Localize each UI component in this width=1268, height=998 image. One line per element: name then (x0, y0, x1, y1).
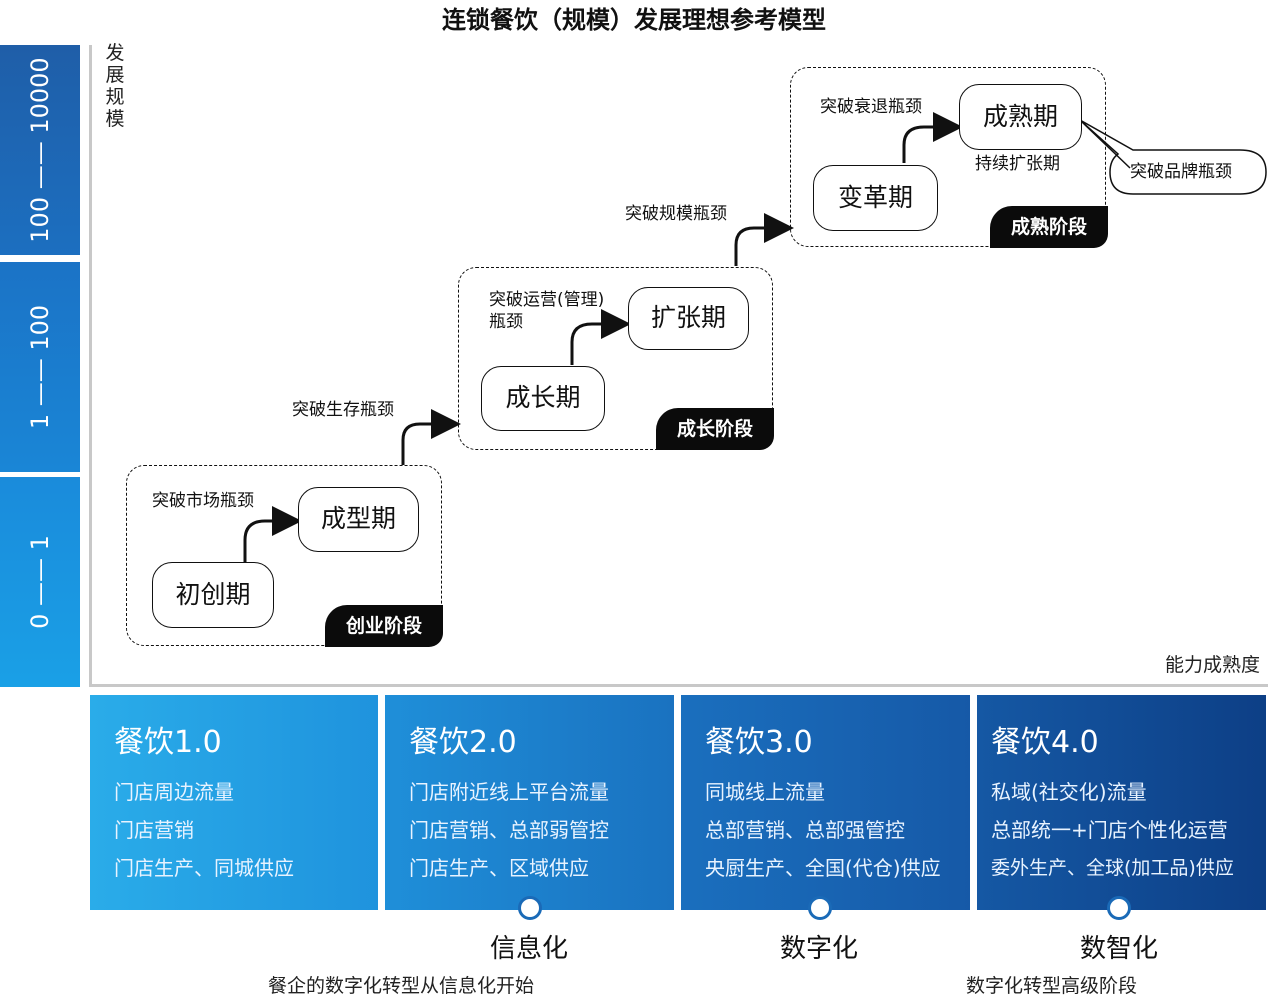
page-title: 连锁餐饮（规模）发展理想参考模型 (442, 6, 826, 34)
arrow-mature-inner (902, 112, 963, 163)
arrow-growth-inner (570, 309, 631, 365)
callout-bubble (1079, 119, 1267, 195)
card-2-line-1: 门店附近线上平台流量 (409, 780, 609, 804)
scale-bar-middle: 1 —— 100 (0, 262, 80, 472)
milestone-sub-1: 餐企的数字化转型从信息化开始 (268, 975, 535, 997)
card-2-line-3: 门店生产、区域供应 (409, 856, 589, 880)
card-4-line-3: 委外生产、全球(加工品)供应 (991, 857, 1234, 879)
transition-survival: 突破生存瓶颈 (292, 400, 394, 420)
tag-startup: 创业阶段 (325, 605, 443, 647)
callout-text: 突破品牌瓶颈 (1130, 162, 1232, 182)
card-2: 餐饮2.0 门店附近线上平台流量 门店营销、总部弱管控 门店生产、区域供应 (385, 695, 674, 910)
y-axis-label: 发展规模 (105, 42, 125, 130)
phase-growth-expand: 扩张期 (628, 287, 749, 350)
note-startup: 突破市场瓶颈 (152, 491, 254, 511)
note-mature-below: 持续扩张期 (975, 154, 1060, 174)
phase-startup-formed: 成型期 (298, 487, 419, 552)
card-3-line-2: 总部营销、总部强管控 (705, 818, 905, 842)
milestone-dot-1 (518, 896, 542, 920)
scale-bar-bottom: 0 —— 1 (0, 477, 80, 687)
group-startup (126, 465, 442, 646)
card-1-title: 餐饮1.0 (114, 725, 222, 760)
group-growth (458, 267, 773, 450)
card-1-line-1: 门店周边流量 (114, 780, 234, 804)
card-4: 餐饮4.0 私域(社交化)流量 总部统一+门店个性化运营 委外生产、全球(加工品… (977, 695, 1266, 910)
arrow-scale (734, 213, 794, 266)
card-4-title: 餐饮4.0 (991, 725, 1099, 760)
milestone-dot-2 (808, 896, 832, 920)
arrow-startup-inner (243, 506, 302, 562)
card-4-line-1: 私域(社交化)流量 (991, 780, 1147, 804)
y-axis-line (89, 45, 92, 687)
card-3-title: 餐饮3.0 (705, 725, 813, 760)
card-3: 餐饮3.0 同城线上流量 总部营销、总部强管控 央厨生产、全国(代仓)供应 (681, 695, 970, 910)
card-1: 餐饮1.0 门店周边流量 门店营销 门店生产、同城供应 (90, 695, 378, 910)
milestone-label-1: 信息化 (490, 934, 569, 964)
x-axis-line (89, 684, 1268, 687)
milestone-label-3: 数智化 (1080, 934, 1159, 964)
note-mature: 突破衰退瓶颈 (820, 97, 922, 117)
transition-scale: 突破规模瓶颈 (625, 204, 727, 224)
phase-startup-initial: 初创期 (152, 562, 274, 628)
note-growth: 突破运营(管理) 瓶颈 (489, 290, 605, 332)
milestone-sub-3: 数字化转型高级阶段 (966, 975, 1138, 997)
x-axis-label: 能力成熟度 (1164, 654, 1260, 676)
card-1-line-2: 门店营销 (114, 818, 194, 842)
tag-mature: 成熟阶段 (990, 206, 1108, 248)
card-1-line-3: 门店生产、同城供应 (114, 856, 294, 880)
group-mature (790, 67, 1106, 247)
card-4-line-2: 总部统一+门店个性化运营 (991, 818, 1228, 842)
milestone-label-2: 数字化 (780, 934, 859, 964)
card-3-line-1: 同城线上流量 (705, 780, 825, 804)
phase-mature-reform: 变革期 (813, 165, 938, 231)
milestone-dot-3 (1107, 896, 1131, 920)
callout-line (1081, 121, 1131, 169)
phase-mature-mature: 成熟期 (959, 84, 1082, 150)
card-2-title: 餐饮2.0 (409, 725, 517, 760)
scale-bar-top: 100 —— 10000 (0, 45, 80, 255)
arrow-survival (401, 409, 461, 465)
card-3-line-3: 央厨生产、全国(代仓)供应 (705, 856, 941, 880)
card-2-line-2: 门店营销、总部弱管控 (409, 818, 609, 842)
phase-growth-grow: 成长期 (481, 366, 605, 431)
tag-growth: 成长阶段 (656, 408, 774, 450)
